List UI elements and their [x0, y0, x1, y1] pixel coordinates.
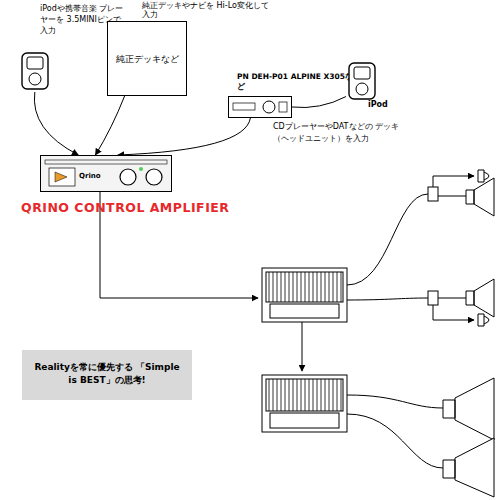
diagram-node: iPod [346, 62, 380, 110]
node-text: Realityを常に優先する 「Simple is BEST」の思考! [32, 361, 182, 387]
node-text: QRINO CONTROL AMPLIFIER [21, 200, 241, 215]
diagram-node: 純正デッキやナビを Hi-Lo変化して入力純正デッキなど [107, 21, 187, 96]
head-unit-face [229, 97, 291, 121]
ipod-icon [348, 62, 376, 100]
node-text: 純正デッキなど [108, 53, 186, 65]
diagram-node: Realityを常に優先する 「Simple is BEST」の思考! [22, 350, 192, 400]
node-text: PN DEH-P01 ALPINE X305など [237, 72, 357, 92]
node-text: iPod [368, 100, 398, 110]
signal-cable [95, 96, 124, 155]
signal-cable [292, 97, 346, 108]
signal-cable [118, 118, 251, 155]
diagram-node: QrinoQRINO CONTROL AMPLIFIER [40, 155, 172, 192]
signal-cable [34, 92, 78, 155]
diagram-node: PN DEH-P01 ALPINE X305などCDプレーヤーやDATなどの デ… [228, 96, 292, 118]
ipod-icon-wrap [348, 62, 376, 104]
ipod-icon-wrap [21, 52, 49, 94]
node-text: CDプレーヤーやDATなどの デッキ（ヘッドユニット）を入力 [273, 121, 401, 145]
amp-controls [41, 156, 171, 195]
ipod-icon [21, 52, 49, 90]
node-text: Qrino [79, 172, 119, 181]
node-text: 純正デッキやナビを Hi-Lo変化して入力 [142, 1, 272, 19]
